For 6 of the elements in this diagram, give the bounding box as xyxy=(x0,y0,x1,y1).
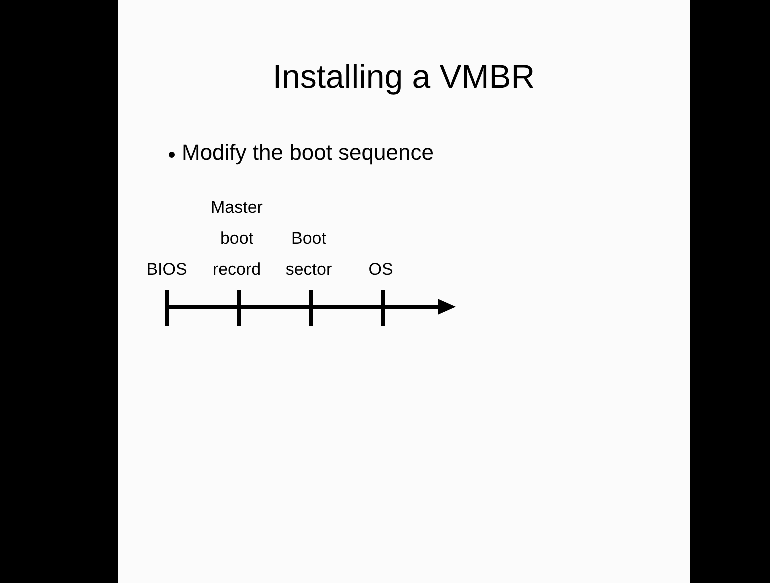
timeline-label: BIOS xyxy=(146,259,188,281)
timeline-label: OS xyxy=(368,259,394,281)
timeline-label: Master boot record xyxy=(210,197,264,281)
timeline-label: Boot sector xyxy=(284,228,334,281)
slide-title: Installing a VMBR xyxy=(272,58,536,96)
bullet-text: Modify the boot sequence xyxy=(182,140,434,166)
